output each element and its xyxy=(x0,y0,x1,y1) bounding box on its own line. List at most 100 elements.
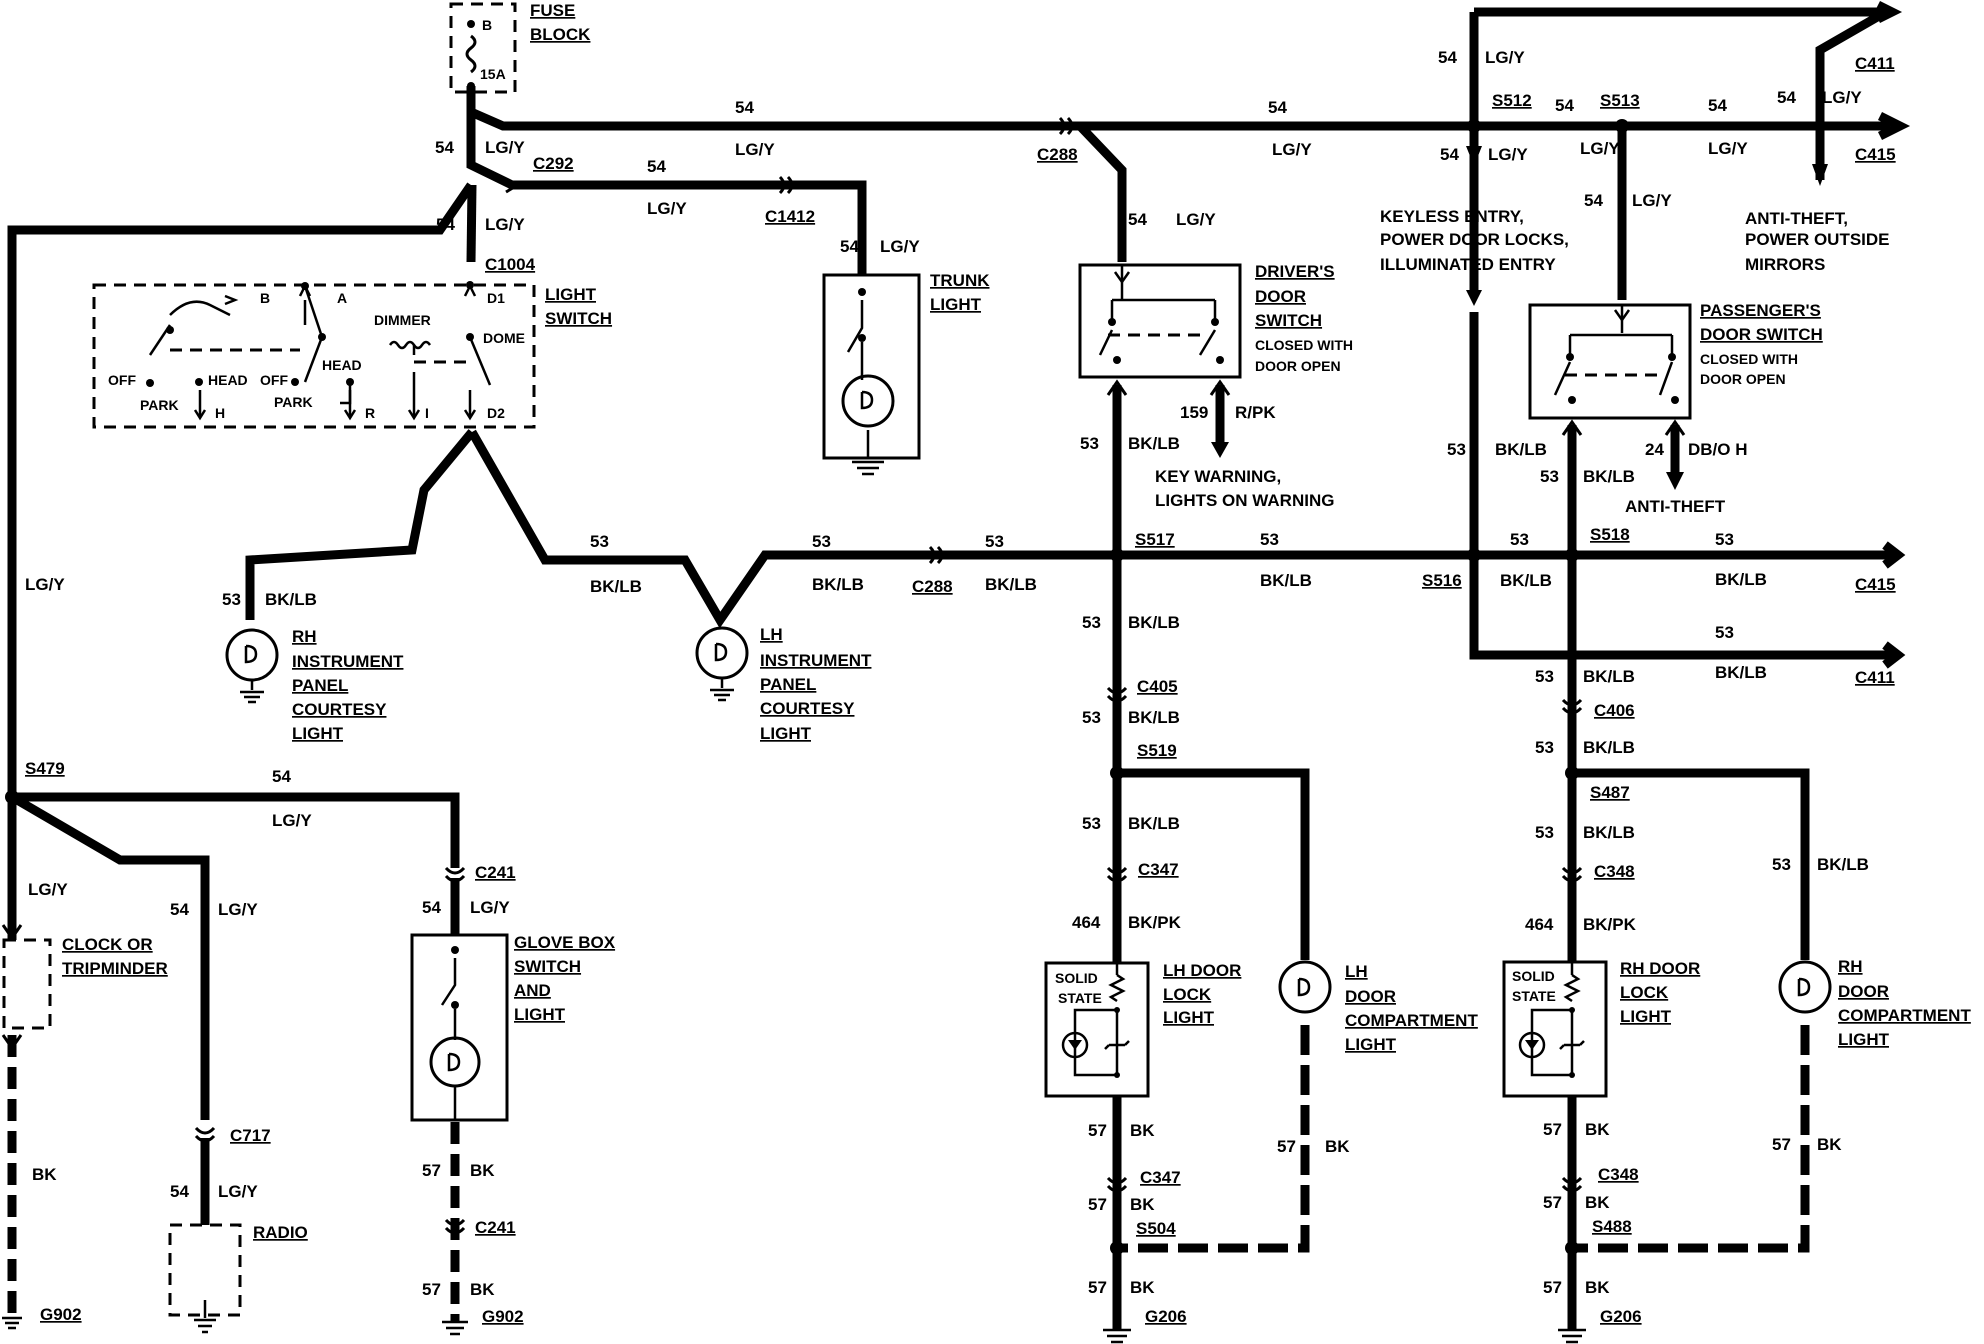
wire-num-54-m: 54 xyxy=(840,237,859,256)
svg-text:STATE: STATE xyxy=(1512,988,1556,1004)
lh-instrument-panel-courtesy-light: LH INSTRUMENT PANEL COURTESY LIGHT xyxy=(695,625,872,743)
connector-c292: C292 xyxy=(533,154,574,173)
drivers-switch-note-1: CLOSED WITH xyxy=(1255,337,1353,353)
wire-color-lgy-left: LG/Y xyxy=(25,575,65,594)
wire-num-53-e: 53 xyxy=(1510,530,1529,549)
connector-c411-mid: C411 xyxy=(1855,668,1895,687)
svg-text:RADIO: RADIO xyxy=(253,1223,308,1242)
svg-text:BK: BK xyxy=(1130,1278,1155,1297)
svg-text:LIGHT: LIGHT xyxy=(1163,1008,1215,1027)
connector-c406: C406 xyxy=(1594,701,1635,720)
wire-color-bklb-e: BK/LB xyxy=(1500,571,1552,590)
splice-s479: S479 xyxy=(25,759,65,778)
wire-num-53-g: 53 xyxy=(1715,623,1734,642)
svg-text:MIRRORS: MIRRORS xyxy=(1745,255,1825,274)
svg-text:BK/LB: BK/LB xyxy=(1128,814,1180,833)
light-switch: B A DIMMER D1 DOME OFF HEAD OFF HEAD PAR… xyxy=(92,281,612,429)
passenger-switch-note-1: CLOSED WITH xyxy=(1700,351,1798,367)
passenger-switch-note-2: DOOR OPEN xyxy=(1700,371,1786,387)
circuit-54-feed xyxy=(7,0,1911,930)
wire-num-53-kl: 53 xyxy=(1447,440,1466,459)
connector-c1004: C1004 xyxy=(485,255,536,274)
splice-s518: S518 xyxy=(1590,525,1630,544)
ls-r: R xyxy=(365,405,375,421)
svg-text:PANEL: PANEL xyxy=(760,675,816,694)
wire-color-lgy-a: LG/Y xyxy=(485,138,525,157)
wire-num-54-k: 54 xyxy=(1584,191,1603,210)
svg-text:53: 53 xyxy=(1082,613,1101,632)
svg-text:AND: AND xyxy=(514,981,551,1000)
ls-park-2: PARK xyxy=(274,394,313,410)
wire-color-lgy-f: LG/Y xyxy=(1485,48,1525,67)
svg-text:ILLUMINATED ENTRY: ILLUMINATED ENTRY xyxy=(1380,255,1556,274)
trunk-light: TRUNK LIGHT xyxy=(822,262,990,476)
passenger-door-switch: PASSENGER'S DOOR SWITCH CLOSED WITH DOOR… xyxy=(1528,301,1823,420)
svg-text:BK/PK: BK/PK xyxy=(1583,915,1637,934)
wire-num-24: 24 xyxy=(1645,440,1664,459)
svg-text:SWITCH: SWITCH xyxy=(514,957,581,976)
splice-s487: S487 xyxy=(1590,783,1630,802)
passenger-switch-label-2: DOOR SWITCH xyxy=(1700,325,1823,344)
svg-text:57: 57 xyxy=(1543,1278,1562,1297)
svg-text:BK: BK xyxy=(1585,1193,1610,1212)
svg-text:TRIPMINDER: TRIPMINDER xyxy=(62,959,168,978)
svg-text:SOLID: SOLID xyxy=(1055,970,1098,986)
svg-text:POWER OUTSIDE: POWER OUTSIDE xyxy=(1745,230,1890,249)
wire-color-lgy-b: LG/Y xyxy=(735,140,775,159)
wire-num-53-d: 53 xyxy=(1260,530,1279,549)
ls-d2: D2 xyxy=(487,405,505,421)
wire-color-lgy-l: LG/Y xyxy=(1176,210,1216,229)
wire-color-lgy-h: LG/Y xyxy=(1708,139,1748,158)
svg-text:LG/Y: LG/Y xyxy=(272,811,312,830)
svg-text:57: 57 xyxy=(1277,1137,1296,1156)
svg-text:SOLID: SOLID xyxy=(1512,968,1555,984)
connector-c347-bot: C347 xyxy=(1140,1168,1181,1187)
left-branch xyxy=(1,790,468,1336)
wire-num-54-e: 54 xyxy=(1268,98,1287,117)
wire-num-54-h: 54 xyxy=(1708,96,1727,115)
svg-text:KEYLESS ENTRY,: KEYLESS ENTRY, xyxy=(1380,207,1524,226)
svg-text:53: 53 xyxy=(1535,823,1554,842)
circuit-53-bus xyxy=(245,429,1906,629)
wire-color-bklb-b: BK/LB xyxy=(812,575,864,594)
fuse-rating-label: 15A xyxy=(480,66,506,82)
connector-c241-bot: C241 xyxy=(475,1218,516,1237)
wire-color-lgy-c: LG/Y xyxy=(647,199,687,218)
radio: RADIO xyxy=(168,1223,308,1334)
wire-color-rpk: R/PK xyxy=(1235,403,1276,422)
svg-text:LH: LH xyxy=(760,625,783,644)
wire-color-lgy-d: LG/Y xyxy=(485,215,525,234)
svg-text:BK/LB: BK/LB xyxy=(1128,613,1180,632)
wire-num-54-i: 54 xyxy=(1777,88,1796,107)
wire-color-bklb-g: BK/LB xyxy=(1715,663,1767,682)
svg-text:BK/LB: BK/LB xyxy=(1128,708,1180,727)
wire-num-54-f: 54 xyxy=(1438,48,1457,67)
svg-text:57: 57 xyxy=(1088,1121,1107,1140)
svg-text:53: 53 xyxy=(1082,708,1101,727)
lh-door-lock-light: SOLID STATE LH DOOR LOCK LIGHT xyxy=(1044,961,1241,1098)
ls-b: B xyxy=(260,290,270,306)
wire-color-bklb-kl: BK/LB xyxy=(1495,440,1547,459)
svg-text:BK/LB: BK/LB xyxy=(1817,855,1869,874)
ls-park-1: PARK xyxy=(140,397,179,413)
svg-text:COURTESY: COURTESY xyxy=(292,700,387,719)
connector-c1412: C1412 xyxy=(765,207,815,226)
ls-i: I xyxy=(425,405,429,421)
drivers-switch-label-2: DOOR xyxy=(1255,287,1306,306)
wire-num-54-l: 54 xyxy=(1128,210,1147,229)
svg-text:RH: RH xyxy=(1838,957,1863,976)
splice-s517: S517 xyxy=(1135,530,1175,549)
svg-text:57: 57 xyxy=(422,1161,441,1180)
svg-text:INSTRUMENT: INSTRUMENT xyxy=(292,652,404,671)
svg-text:54: 54 xyxy=(170,900,189,919)
ground-g902-glove: G902 xyxy=(482,1307,524,1326)
wire-num-53-drv: 53 xyxy=(1080,434,1099,453)
ground-g206-lh: G206 xyxy=(1145,1307,1187,1326)
wire-color-bklb-d: BK/LB xyxy=(1260,571,1312,590)
svg-text:COMPARTMENT: COMPARTMENT xyxy=(1345,1011,1478,1030)
wire-color-bklb-c: BK/LB xyxy=(985,575,1037,594)
svg-text:LIGHT: LIGHT xyxy=(760,724,812,743)
wire-color-bklb-f: BK/LB xyxy=(1715,570,1767,589)
splice-s504: S504 xyxy=(1136,1219,1176,1238)
svg-text:ANTI-THEFT,: ANTI-THEFT, xyxy=(1745,209,1848,228)
